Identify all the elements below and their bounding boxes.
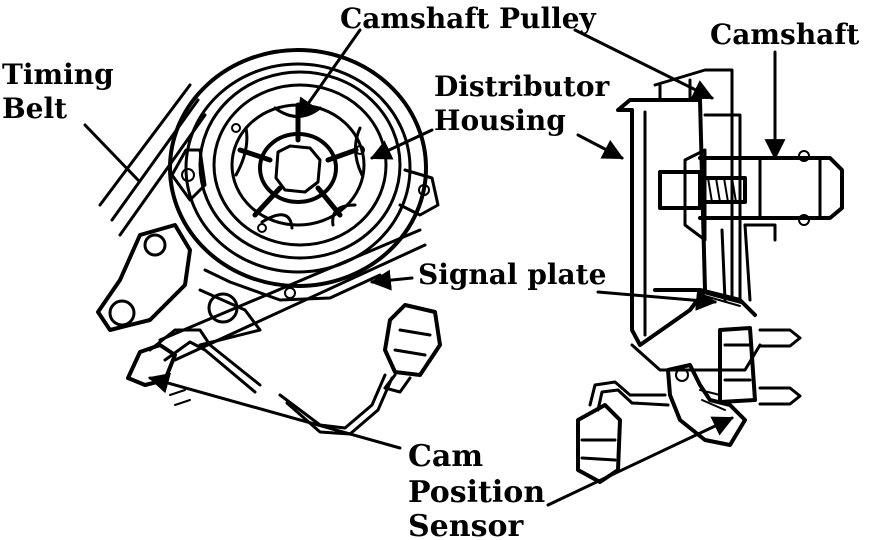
cam-sensor-left-leader	[147, 372, 402, 450]
timing-belt-leader	[83, 123, 140, 182]
label-cam-position-sensor-line3: Sensor	[408, 509, 524, 540]
label-cam-position-sensor-line2: Position	[408, 475, 545, 510]
label-camshaft: Camshaft	[710, 18, 859, 51]
label-timing-belt-line2: Belt	[2, 92, 67, 125]
distributor-housing-right-leader	[576, 133, 624, 160]
cam-sensor-right-leader	[546, 416, 734, 507]
leader-lines	[83, 28, 786, 507]
camshaft-pulley	[168, 48, 440, 302]
label-signal-plate: Signal plate	[418, 258, 606, 291]
left-engine-view	[96, 48, 442, 436]
label-timing-belt-line1: Timing	[2, 58, 114, 91]
camshaft-pulley-right-leader	[573, 28, 714, 100]
sensor-bracket	[96, 223, 427, 362]
label-distributor-housing-line2: Housing	[434, 104, 566, 137]
signal-plate-left-leader	[369, 269, 414, 291]
signal-plate	[653, 223, 757, 317]
left-sensor-connector	[383, 303, 442, 394]
labels: Timing Belt Camshaft Pulley Camshaft Dis…	[2, 2, 859, 540]
camshaft-pulley-leader	[296, 28, 362, 120]
right-distributor-view	[576, 68, 844, 484]
label-cam-position-sensor-line1: Cam	[408, 439, 483, 474]
label-distributor-housing-line1: Distributor	[434, 70, 611, 103]
distributor-housing-left-leader	[370, 128, 434, 160]
right-cam-position-sensor	[628, 363, 747, 447]
right-sensor-connector	[576, 380, 634, 484]
distributor-lower-body	[718, 223, 802, 406]
label-camshaft-pulley: Camshaft Pulley	[340, 2, 597, 35]
distributor-housing	[616, 68, 762, 372]
camshaft	[658, 148, 844, 242]
signal-plate-right-leader	[596, 289, 718, 311]
